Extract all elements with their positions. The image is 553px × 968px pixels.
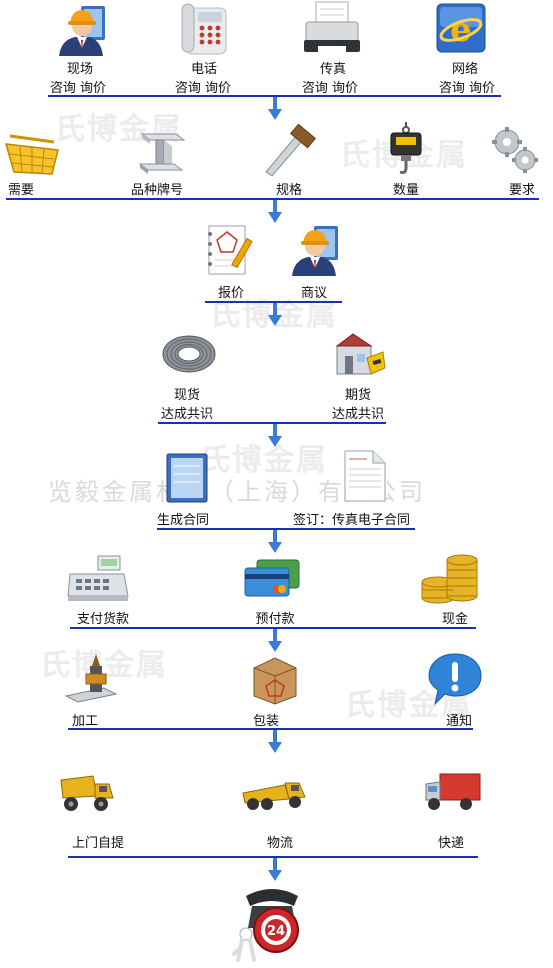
internet-explorer-icon: e: [436, 3, 486, 53]
crane-scale-icon: [390, 122, 422, 174]
row8-label-logistics: 物流: [266, 836, 294, 851]
row5-label-sign-fax-econtract: 签订：传真电子合同: [293, 513, 411, 528]
row4-label-spot: 现货: [173, 388, 201, 403]
24h-service-phone-icon: 24: [232, 889, 299, 962]
row2-label-need: 需要: [8, 183, 35, 198]
row1-label-phone: 电话: [190, 62, 218, 77]
row2-label-grade: 品种牌号: [131, 183, 184, 198]
steel-beam-icon: [138, 133, 186, 174]
row1-underline: [48, 95, 501, 97]
row7-label-packaging: 包装: [252, 714, 280, 729]
row1-label-fax: 传真: [319, 62, 347, 77]
row6-label-cash: 现金: [441, 612, 469, 627]
row2-label-requirement: 要求: [509, 183, 536, 198]
row8-label-express: 快递: [437, 836, 465, 851]
row7-underline: [68, 728, 473, 730]
down-arrow-icon: [268, 629, 282, 652]
row3-label-negotiate: 商议: [301, 286, 328, 301]
row6-label-prepayment: 预付款: [255, 612, 295, 627]
row5-label-generate-contract: 生成合同: [157, 513, 210, 528]
package-box-icon: [253, 657, 297, 705]
row4-sub-spot: 达成共识: [160, 407, 214, 422]
row2-underline: [6, 198, 539, 200]
row3-label-quote: 报价: [218, 286, 245, 301]
row7-label-processing: 加工: [72, 714, 99, 729]
down-arrow-icon: [268, 97, 282, 120]
row4-sub-futures: 达成共识: [331, 407, 385, 422]
delivery-truck-icon: [425, 773, 481, 810]
down-arrow-icon: [268, 424, 282, 447]
row1-sub-phone: 咨询 询价: [174, 81, 232, 96]
row4-label-futures: 期货: [344, 388, 372, 403]
row1-label-network: 网络: [451, 62, 479, 77]
row8-label-pickup: 上门自提: [72, 836, 125, 851]
row2-label-quantity: 数量: [392, 183, 420, 198]
watermark-brand: 氏博金属: [200, 443, 328, 478]
down-arrow-icon: [268, 303, 282, 326]
phone-icon: [181, 3, 227, 55]
row2-label-spec: 规格: [275, 183, 303, 198]
wire-coil-icon: [162, 335, 216, 373]
worker-icon: [292, 226, 338, 276]
24h-badge: 24: [267, 924, 285, 939]
row1-label-onsite: 现场: [66, 62, 94, 77]
down-arrow-icon: [268, 858, 282, 881]
svg-text:e: e: [450, 10, 472, 50]
row1-sub-fax: 咨询 询价: [301, 81, 359, 96]
quote-document-icon: [208, 225, 253, 275]
row3-underline: [205, 301, 342, 303]
cash-register-icon: [67, 555, 129, 601]
notification-bubble-icon: [428, 653, 482, 706]
row6-label-pay-goods: 支付货款: [77, 612, 130, 627]
gears-icon: [492, 127, 538, 173]
down-arrow-icon: [268, 200, 282, 223]
row1-sub-network: 咨询 询价: [438, 81, 496, 96]
row8-underline: [68, 856, 478, 858]
processing-tool-icon: [64, 654, 118, 703]
row1-sub-onsite: 咨询 询价: [49, 81, 107, 96]
factory-icon: [335, 333, 386, 375]
worker-icon: [59, 6, 105, 56]
row6-underline: [70, 627, 476, 629]
shopping-basket-icon: [4, 134, 59, 175]
credit-cards-icon: [244, 559, 300, 597]
logistics-truck-icon: [242, 782, 306, 810]
fax-icon: [304, 1, 360, 52]
down-arrow-icon: [268, 730, 282, 753]
contract-screen-icon: [166, 453, 208, 503]
row7-label-notify: 通知: [445, 714, 473, 729]
down-arrow-icon: [268, 530, 282, 553]
row4-underline: [158, 422, 386, 424]
dump-truck-icon: [60, 775, 114, 811]
row5-underline: [157, 528, 415, 530]
try-square-icon: [265, 123, 316, 177]
invoice-icon: [344, 450, 386, 502]
gold-coins-icon: [421, 554, 478, 604]
